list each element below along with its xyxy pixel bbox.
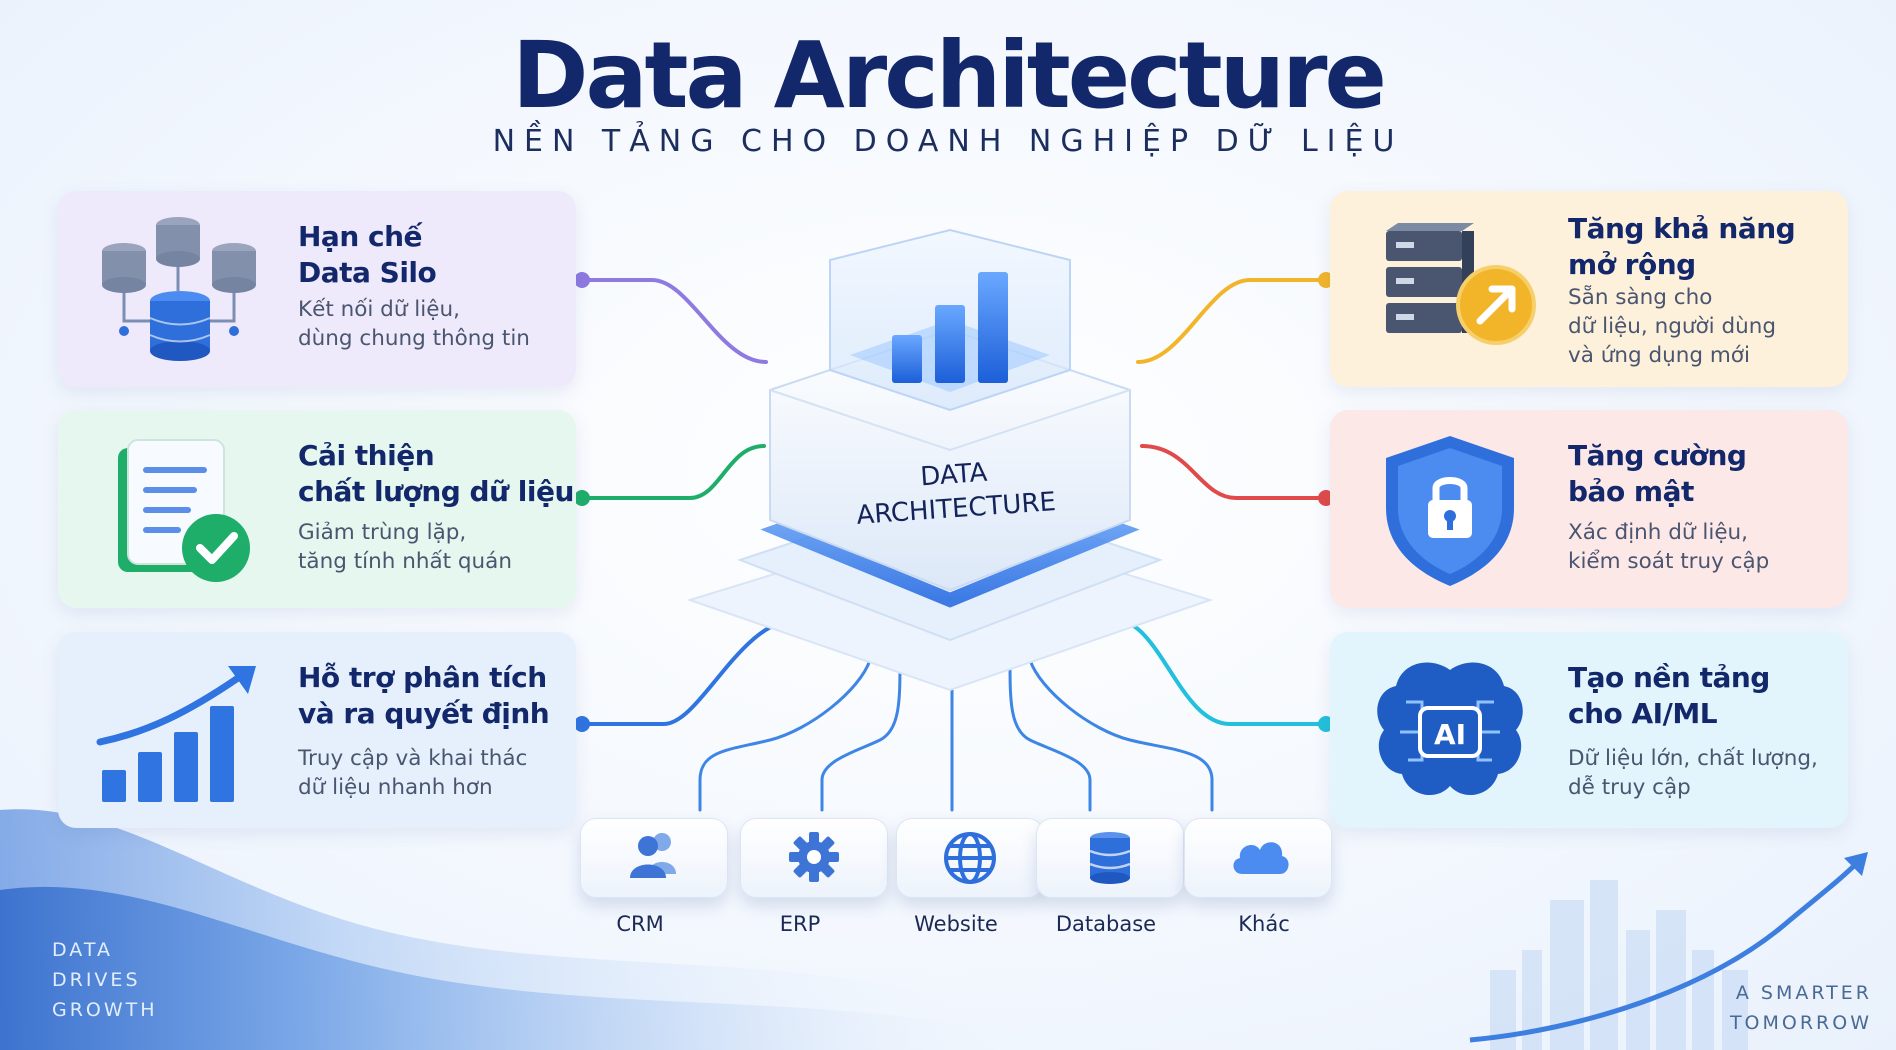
card-title: Tăng cường bảo mật <box>1568 439 1747 508</box>
connector-erp <box>820 658 902 812</box>
page-title: Data Architecture <box>512 22 1387 129</box>
connector-quality <box>580 444 766 500</box>
ai-text-label: AI <box>1434 718 1466 751</box>
card-title: Cải thiện chất lượng dữ liệu <box>298 439 574 508</box>
card-description: Giảm trùng lặp, tăng tính nhất quán <box>298 520 512 574</box>
card-title: Hạn chế Data Silo <box>298 220 437 289</box>
source-label-other: Khác <box>1238 912 1290 936</box>
card-scalability: Tăng khả năng mở rộng Sẵn sàng cho dữ li… <box>1330 191 1848 387</box>
users-icon <box>630 833 676 878</box>
card-description: Dữ liệu lớn, chất lượng, dễ truy cập <box>1568 746 1818 800</box>
source-label-website: Website <box>914 912 998 936</box>
card-description: Truy cập và khai thác dữ liệu nhanh hơn <box>298 746 528 800</box>
data-architecture-core <box>686 228 1214 692</box>
growth-chart-icon <box>96 666 256 802</box>
database-cluster-icon <box>102 217 256 361</box>
shield-lock-icon <box>1386 436 1514 586</box>
connector-other <box>1028 658 1214 812</box>
ai-brain-icon: AI <box>1377 662 1523 796</box>
card-title: Tăng khả năng mở rộng <box>1568 212 1796 281</box>
card-title: Hỗ trợ phân tích và ra quyết định <box>298 661 550 730</box>
cloud-icon <box>1233 842 1289 874</box>
background-wave-left <box>0 809 1000 1050</box>
gear-icon <box>789 832 839 882</box>
source-label-erp: ERP <box>779 912 821 936</box>
connector-data-silo <box>580 278 768 364</box>
source-database[interactable] <box>1036 818 1184 898</box>
card-description: Kết nối dữ liệu, dùng chung thông tin <box>298 297 530 351</box>
card-title: Tạo nền tảng cho AI/ML <box>1568 661 1770 730</box>
tagline-a-smarter-tomorrow: A SMARTER TOMORROW <box>1729 982 1872 1034</box>
connector-database <box>1008 658 1092 812</box>
card-data-silo: Hạn chế Data Silo Kết nối dữ liệu, dùng … <box>58 191 576 387</box>
source-label-crm: CRM <box>616 912 664 936</box>
connector-security <box>1140 444 1328 500</box>
page-subtitle: NỀN TẢNG CHO DOANH NGHIỆP DỮ LIỆU <box>492 124 1404 159</box>
globe-icon <box>944 832 996 884</box>
source-other[interactable] <box>1184 818 1332 898</box>
card-data-quality: Cải thiện chất lượng dữ liệu Giảm trùng … <box>58 410 576 608</box>
city-skyline-decoration <box>1469 852 1868 1050</box>
card-description: Xác định dữ liệu, kiểm soát truy cập <box>1568 520 1770 574</box>
document-check-icon <box>118 439 250 582</box>
tagline-data-drives-growth: DATA DRIVES GROWTH <box>52 939 158 1021</box>
card-security: Tăng cường bảo mật Xác định dữ liệu, kiể… <box>1330 410 1848 608</box>
database-icon <box>1089 832 1131 884</box>
connector-scalability <box>1136 278 1328 364</box>
source-erp[interactable] <box>740 818 888 898</box>
card-description: Sẵn sàng cho dữ liệu, người dùng và ứng … <box>1568 285 1776 368</box>
card-analytics: Hỗ trợ phân tích và ra quyết định Truy c… <box>58 632 576 828</box>
source-website[interactable] <box>896 818 1044 898</box>
card-ai-ml: AI Tạo nền tảng cho AI/ML Dữ liệu lớn, c… <box>1330 632 1848 828</box>
connector-crm <box>698 658 872 812</box>
server-scale-icon <box>1386 223 1536 345</box>
source-label-database: Database <box>1055 912 1157 936</box>
source-crm[interactable] <box>580 818 728 898</box>
